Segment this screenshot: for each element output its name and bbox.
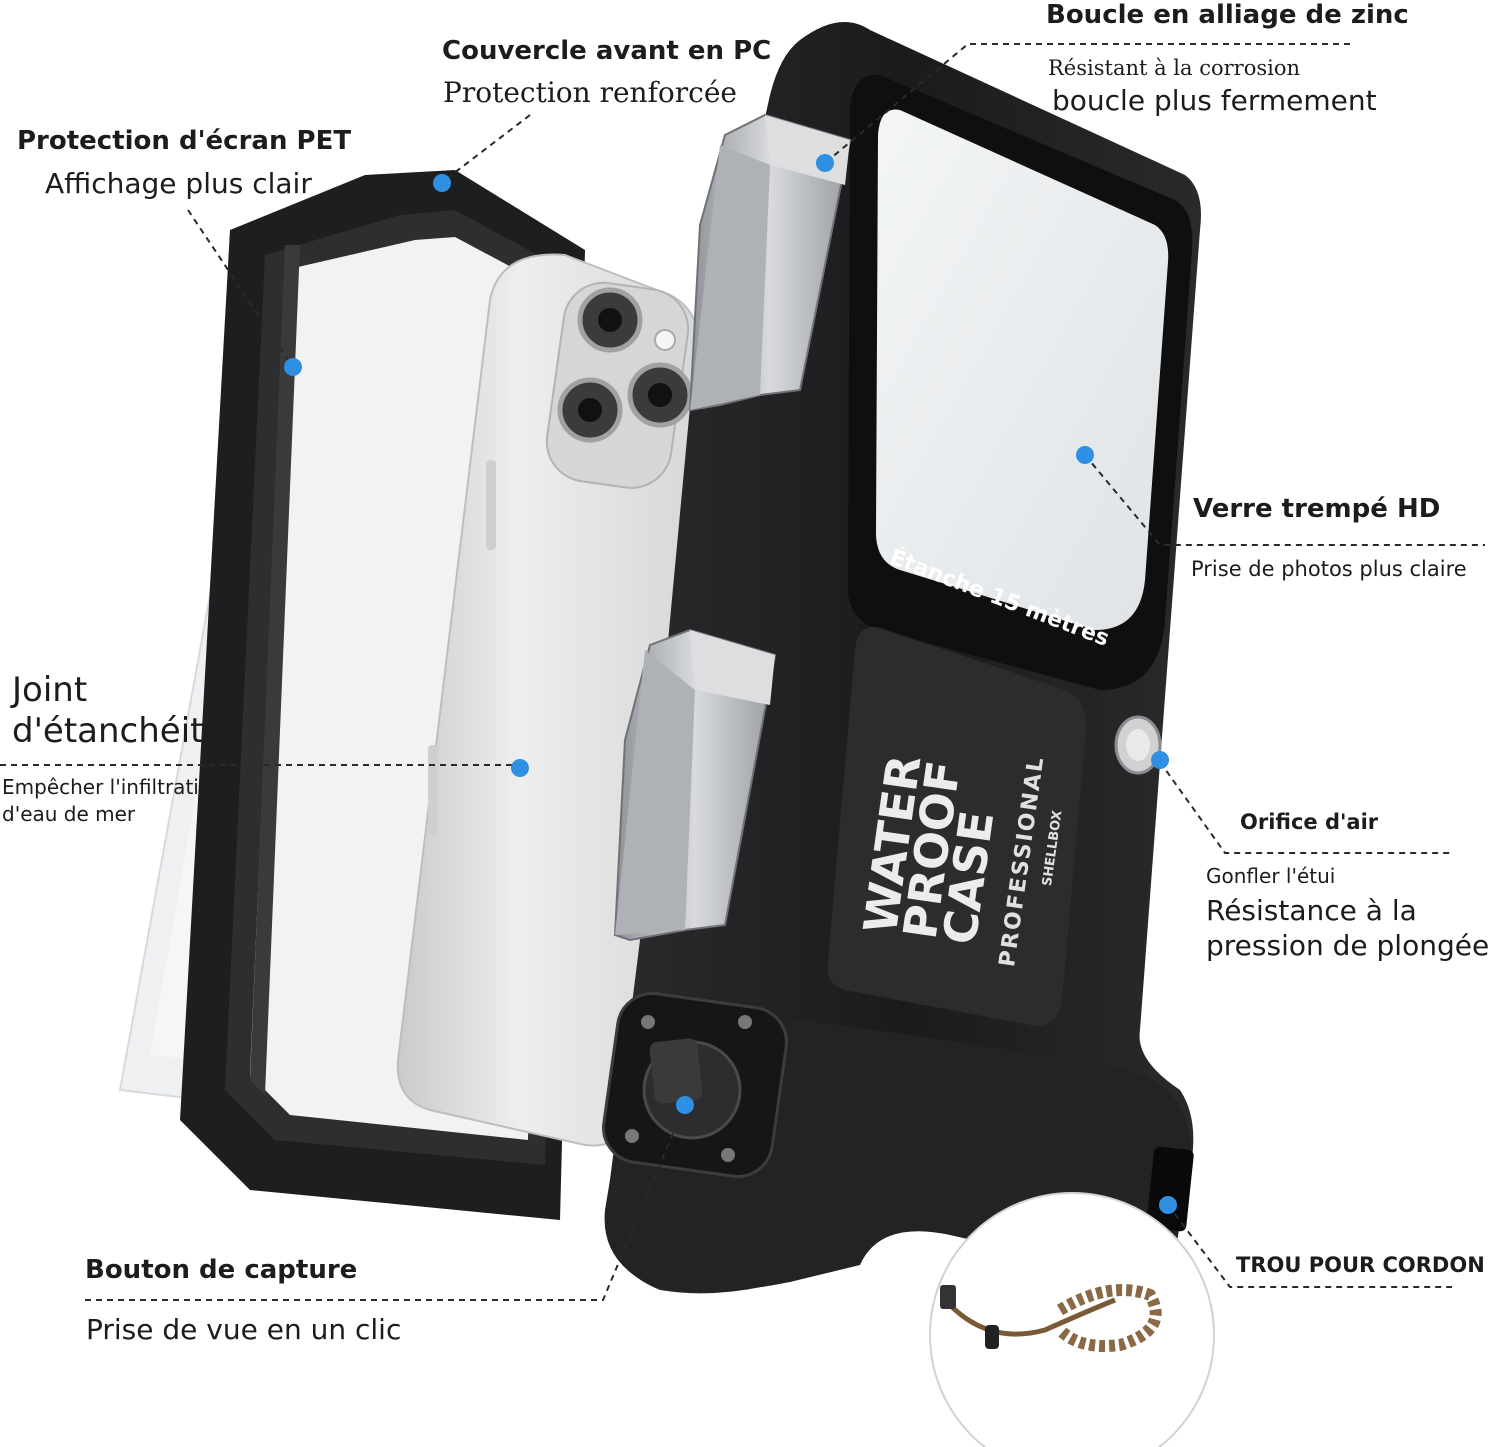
verre-title: Verre trempé HD bbox=[1193, 494, 1441, 524]
joint-sub-2: d'eau de mer bbox=[2, 802, 136, 826]
joint-title-1: Joint bbox=[12, 670, 88, 710]
marker-dot bbox=[511, 759, 529, 777]
marker-dot bbox=[1151, 751, 1169, 769]
joint-title-2: d'étanchéité bbox=[12, 711, 225, 751]
marker-dot bbox=[1159, 1196, 1177, 1214]
boucle-line-2: boucle plus fermement bbox=[1052, 84, 1377, 117]
marker-dots bbox=[284, 154, 1177, 1214]
orifice-line-2: Résistance à la bbox=[1206, 894, 1417, 927]
waterproof-logo: WATER PROOF CASE bbox=[853, 752, 1004, 948]
marker-dot bbox=[816, 154, 834, 172]
boucle-title: Boucle en alliage de zinc bbox=[1046, 0, 1409, 30]
orifice-line-3: pression de plongée bbox=[1206, 929, 1490, 962]
leader-lines bbox=[0, 43, 1485, 1301]
bouton-subtitle: Prise de vue en un clic bbox=[86, 1313, 402, 1346]
protection-title: Protection d'écran PET bbox=[17, 126, 352, 156]
protection-subtitle: Affichage plus clair bbox=[45, 167, 312, 200]
orifice-line-1: Gonfler l'étui bbox=[1206, 864, 1336, 888]
seal-gasket bbox=[250, 245, 300, 1095]
zinc-buckle-top bbox=[688, 113, 852, 412]
couvercle-subtitle: Protection renforcée bbox=[443, 76, 737, 109]
orifice-title: Orifice d'air bbox=[1240, 810, 1379, 834]
couvercle-title: Couvercle avant en PC bbox=[442, 36, 772, 66]
boucle-line-1: Résistant à la corrosion bbox=[1048, 56, 1300, 80]
bouton-title: Bouton de capture bbox=[85, 1255, 358, 1285]
verre-subtitle: Prise de photos plus claire bbox=[1191, 557, 1467, 581]
trou-title: TROU POUR CORDON bbox=[1236, 1253, 1485, 1277]
marker-dot bbox=[433, 174, 451, 192]
lanyard-inset bbox=[929, 1192, 1215, 1447]
marker-dot bbox=[1076, 446, 1094, 464]
marker-dot bbox=[676, 1096, 694, 1114]
joint-sub-1: Empêcher l'infiltration bbox=[2, 775, 224, 799]
zinc-buckle-bottom bbox=[613, 628, 777, 942]
marker-dot bbox=[284, 358, 302, 376]
